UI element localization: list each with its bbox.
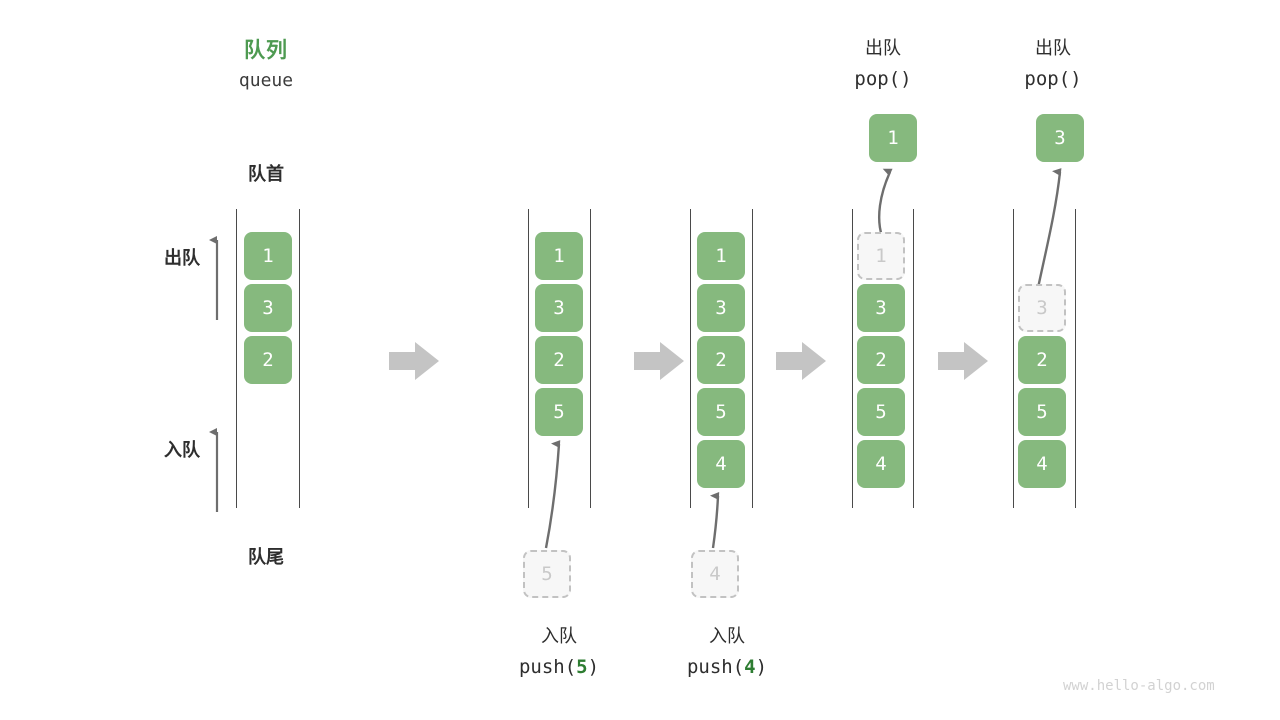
queue-cell: 2 [857, 336, 905, 384]
queue-cell: 1 [244, 232, 292, 280]
step-arrow-icon [389, 342, 439, 380]
popped-cell: 1 [869, 114, 917, 162]
pop-header-code: pop() [1024, 68, 1082, 90]
step-arrow-icon [938, 342, 988, 380]
front-label: 队首 [248, 164, 284, 185]
queue-cell: 2 [697, 336, 745, 384]
incoming-ghost-cell: 5 [523, 550, 571, 598]
incoming-ghost-cell: 4 [691, 550, 739, 598]
queue-cell: 5 [857, 388, 905, 436]
queue-cell-ghost: 3 [1018, 284, 1066, 332]
queue-cell: 2 [244, 336, 292, 384]
queue-cell: 3 [535, 284, 583, 332]
queue-cell: 2 [1018, 336, 1066, 384]
pop-header-cn: 出队 [865, 38, 901, 59]
pop-header-cn: 出队 [1035, 38, 1071, 59]
queue-title-en: queue [238, 70, 294, 91]
push-code-arg: 5 [576, 656, 588, 678]
push-code-suffix: ) [755, 656, 768, 678]
enqueue-direction-arrow-icon [209, 428, 219, 512]
pop-arrow-icon [1036, 168, 1062, 289]
queue-cell: 5 [1018, 388, 1066, 436]
queue-cell: 3 [697, 284, 745, 332]
queue-cell: 1 [697, 232, 745, 280]
pop-header-code: pop() [854, 68, 912, 90]
push-arrow-icon [544, 440, 561, 549]
dequeue-direction-label: 出队 [164, 248, 200, 269]
queue-rail-right [752, 209, 753, 508]
push-caption-code: push(5) [479, 656, 639, 678]
queue-cell: 4 [697, 440, 745, 488]
queue-rail-left [690, 209, 691, 508]
queue-cell: 5 [697, 388, 745, 436]
queue-rail-right [913, 209, 914, 508]
dequeue-direction-arrow-icon [209, 236, 219, 320]
queue-rail-left [852, 209, 853, 508]
queue-rail-right [1075, 209, 1076, 508]
queue-cell: 2 [535, 336, 583, 384]
enqueue-direction-label: 入队 [164, 440, 200, 461]
rear-label: 队尾 [248, 547, 284, 568]
queue-rail-right [590, 209, 591, 508]
push-code-prefix: push( [686, 656, 745, 678]
queue-cell: 1 [535, 232, 583, 280]
push-caption-cn: 入队 [709, 626, 745, 647]
push-code-suffix: ) [587, 656, 600, 678]
queue-cell: 3 [244, 284, 292, 332]
watermark: www.hello-algo.com [1063, 678, 1215, 694]
queue-rail-left [528, 209, 529, 508]
queue-cell: 4 [857, 440, 905, 488]
push-caption-code: push(4) [647, 656, 807, 678]
push-code-arg: 4 [744, 656, 756, 678]
queue-cell: 3 [857, 284, 905, 332]
queue-rail-right [299, 209, 300, 508]
queue-cell: 4 [1018, 440, 1066, 488]
queue-cell-ghost: 1 [857, 232, 905, 280]
queue-rail-left [1013, 209, 1014, 508]
queue-cell: 5 [535, 388, 583, 436]
push-arrow-icon [710, 492, 720, 549]
popped-cell: 3 [1036, 114, 1084, 162]
queue-title-cn: 队列 [244, 38, 288, 62]
push-caption-cn: 入队 [541, 626, 577, 647]
queue-rail-left [236, 209, 237, 508]
step-arrow-icon [634, 342, 684, 380]
step-arrow-icon [776, 342, 826, 380]
pop-arrow-icon [877, 168, 893, 237]
push-code-prefix: push( [518, 656, 577, 678]
